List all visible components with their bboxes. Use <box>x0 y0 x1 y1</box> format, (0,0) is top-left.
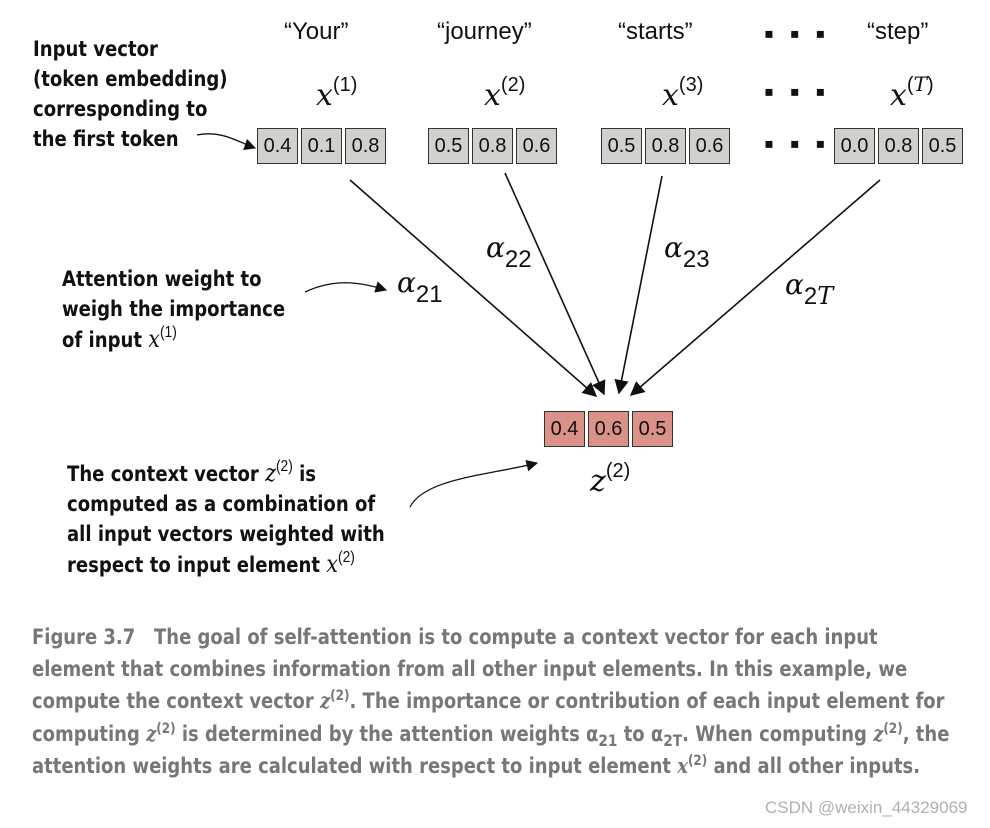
z2-label: z(2) <box>590 460 631 499</box>
token-word-your: “Your” <box>284 18 349 45</box>
vector-cell: 0.6 <box>516 128 557 164</box>
vector-cell: 0.1 <box>301 128 342 164</box>
watermark: CSDN @weixin_44329069 <box>765 798 968 817</box>
input-vector-note: Input vector (token embedding) correspon… <box>33 37 228 151</box>
xT-label: x(T) <box>890 72 934 113</box>
vector-cell: 0.8 <box>645 128 686 164</box>
token-word-starts: “starts” <box>618 18 693 45</box>
vector-cell: 0.0 <box>834 128 875 164</box>
vector-cell: 0.6 <box>689 128 730 164</box>
vector-cell: 0.8 <box>472 128 513 164</box>
ellipsis-vectors: ▪ ▪ ▪ <box>764 128 830 159</box>
vector-cell: 0.4 <box>544 411 585 447</box>
alpha-21-label: α21 <box>397 266 443 308</box>
figure-number: Figure 3.7 <box>32 625 136 649</box>
vector-cell: 0.5 <box>601 128 642 164</box>
vector-cell: 0.5 <box>922 128 963 164</box>
alpha-23-label: α23 <box>664 231 710 273</box>
x2-label: x(2) <box>484 74 526 113</box>
context-vector-note: The context vector z(2) is computed as a… <box>67 458 385 579</box>
vector-cell: 0.5 <box>428 128 469 164</box>
ellipsis-middle: ▪ ▪ ▪ <box>764 76 830 107</box>
alpha-2T-label: α2T <box>785 268 834 310</box>
vector-cell: 0.8 <box>345 128 386 164</box>
note-arrow-input-vector <box>196 133 257 151</box>
token-word-step: “step” <box>867 18 929 45</box>
x3-label: x(3) <box>662 74 704 113</box>
vector-cell: 0.4 <box>257 128 298 164</box>
token-word-journey: “journey” <box>437 18 532 45</box>
input-vector-3: 0.5 0.8 0.6 <box>601 128 730 164</box>
vector-cell: 0.5 <box>632 411 673 447</box>
arrow-x2-to-z2 <box>504 172 606 396</box>
arrow-xT-to-z2 <box>629 179 881 396</box>
vector-cell: 0.6 <box>588 411 629 447</box>
alpha-22-label: α22 <box>486 231 532 273</box>
x1-label: x(1) <box>316 74 358 113</box>
note-arrow-attention-weight <box>304 281 388 293</box>
arrow-x1-to-z2 <box>349 179 598 397</box>
note-arrow-context-vector <box>409 459 539 508</box>
input-vector-T: 0.0 0.8 0.5 <box>834 128 963 164</box>
input-vector-2: 0.5 0.8 0.6 <box>428 128 557 164</box>
figure-caption: Figure 3.7 The goal of self-attention is… <box>32 625 950 779</box>
ellipsis-top: ▪ ▪ ▪ <box>764 18 830 49</box>
vector-cell: 0.8 <box>878 128 919 164</box>
input-vector-1: 0.4 0.1 0.8 <box>257 128 386 164</box>
attention-weight-note: Attention weight to weigh the importance… <box>62 267 286 353</box>
arrow-x3-to-z2 <box>614 175 663 395</box>
context-vector-z2: 0.4 0.6 0.5 <box>544 411 673 447</box>
